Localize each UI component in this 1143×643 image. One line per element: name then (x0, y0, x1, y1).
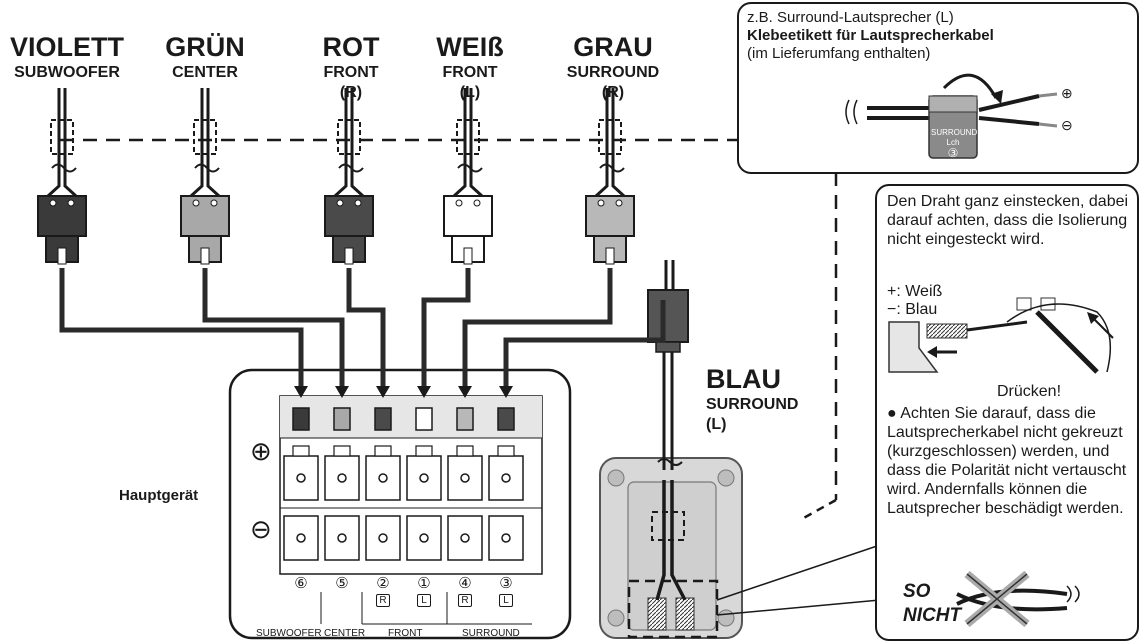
sticker-minus: ⊖ (1061, 117, 1073, 133)
speaker-terminal-highlight (627, 579, 719, 639)
sticker-zone (337, 119, 361, 155)
cable-connector (443, 195, 493, 237)
cable-2 (324, 88, 374, 265)
cable-label-4: GRAU SURROUND (R) (548, 34, 678, 101)
terminal-number-1: ⑤ (335, 575, 349, 592)
instruction-plus-line: +: Weiß (887, 283, 943, 300)
terminal-number-5: ③ (499, 575, 513, 592)
terminal-channel-4: R (458, 594, 472, 607)
cable-channel: FRONT (323, 64, 379, 81)
cable-4 (585, 88, 635, 265)
group-label-surround: SURROUND (462, 628, 520, 639)
instruction-minus-line: −: Blau (887, 301, 938, 318)
sticker-text1: SURROUND (931, 128, 978, 137)
speaker-sticker-highlight (651, 511, 685, 541)
route-wire-2 (346, 268, 386, 388)
so-nicht-so: SO (903, 581, 931, 602)
group-label-subwoofer: SUBWOOFER (256, 628, 322, 639)
blue-cable-line1: SURROUND (706, 396, 799, 413)
cable-side: (L) (459, 84, 481, 101)
sticker-plus: ⊕ (1061, 85, 1073, 101)
blue-cable-line2: (L) (706, 416, 727, 433)
group-label-center: CENTER (324, 628, 366, 639)
cable-color-name: ROT (322, 32, 380, 62)
cable-channel: FRONT (442, 64, 498, 81)
route-arrow-5 (499, 386, 513, 398)
cable-connector (37, 195, 87, 237)
sticker-text2: Lch (946, 138, 960, 147)
so-nicht-nicht: NICHT (903, 605, 962, 626)
terminal-channel-2: R (376, 594, 390, 607)
cable-connector (585, 195, 635, 237)
cable-connector (180, 195, 230, 237)
sticker-example: z.B. Surround-Lautsprecher (L) (747, 9, 954, 26)
cable-label-0: VIOLETT SUBWOOFER (2, 34, 132, 81)
sticker-zone (193, 119, 217, 155)
route-arrow-0 (294, 386, 308, 398)
crossed-wires-illustration (956, 570, 1080, 628)
terminal-0 (283, 407, 319, 561)
sticker-included: (im Lieferumfang enthalten) (747, 45, 931, 62)
terminal-2 (365, 407, 401, 561)
sticker-zone (598, 119, 622, 155)
route-wire-1 (202, 268, 345, 388)
terminal-3 (406, 407, 442, 561)
sticker-position-line-diag (799, 498, 837, 522)
sticker-zone (50, 119, 74, 155)
sticker-number: ③ (947, 146, 959, 160)
blue-cable-label: BLAU SURROUND (L) (706, 366, 798, 433)
cable-1 (180, 88, 230, 265)
terminal-1 (324, 407, 360, 561)
cable-color-name: VIOLETT (10, 32, 124, 62)
plus-symbol: ⊕ (250, 436, 272, 466)
main-unit-label: Hauptgerät (119, 487, 199, 504)
instruction-box: Den Draht ganz einstecken, dabei darauf … (875, 184, 1139, 641)
cable-0 (37, 88, 87, 265)
terminal-number-4: ④ (458, 575, 472, 592)
cable-channel: SUBWOOFER (14, 64, 120, 81)
terminal-5 (488, 407, 524, 561)
sticker-info-box: z.B. Surround-Lautsprecher (L) Klebeetik… (737, 2, 1139, 174)
sticker-title: Klebeetikett für Lautsprecherkabel (747, 27, 994, 44)
terminal-number-2: ② (376, 575, 390, 592)
route-arrow-2 (376, 386, 390, 398)
cable-color-name: GRAU (573, 32, 653, 62)
cable-connector (324, 195, 374, 237)
cable-side: (R) (339, 84, 363, 101)
cable-channel: SURROUND (566, 64, 660, 81)
terminal-number-0: ⑥ (294, 575, 308, 592)
cable-color-name: GRÜN (165, 32, 245, 62)
sticker-zone (456, 119, 480, 155)
route-arrow-1 (335, 386, 349, 398)
route-wire-5 (503, 300, 666, 388)
terminal-channel-3: L (417, 594, 431, 607)
terminal-number-3: ① (417, 575, 431, 592)
minus-symbol: ⊖ (250, 514, 272, 544)
cable-label-1: GRÜN CENTER (140, 34, 270, 81)
sticker-illustration (845, 73, 1058, 159)
cable-label-2: ROT FRONT (R) (286, 34, 416, 101)
route-wire-0 (59, 268, 304, 388)
route-arrow-3 (417, 386, 431, 398)
blue-color-name: BLAU (706, 364, 781, 394)
route-wire-3 (421, 268, 471, 388)
blue-connector (647, 289, 689, 343)
cable-3 (443, 88, 493, 265)
route-wire-4 (462, 268, 613, 388)
terminal-4 (447, 407, 483, 561)
cable-channel: CENTER (172, 64, 238, 81)
terminal-channel-5: L (499, 594, 513, 607)
group-label-front: FRONT (388, 628, 423, 639)
instruction-insert-wire: Den Draht ganz einstecken, dabei darauf … (887, 193, 1129, 248)
press-illustration (888, 297, 1114, 374)
cable-color-name: WEIß (436, 32, 504, 62)
route-arrow-4 (458, 386, 472, 398)
instruction-warning: ● Achten Sie darauf, dass die Lautsprech… (887, 405, 1127, 517)
cable-side: (R) (601, 84, 625, 101)
instruction-press: Drücken! (997, 383, 1062, 400)
